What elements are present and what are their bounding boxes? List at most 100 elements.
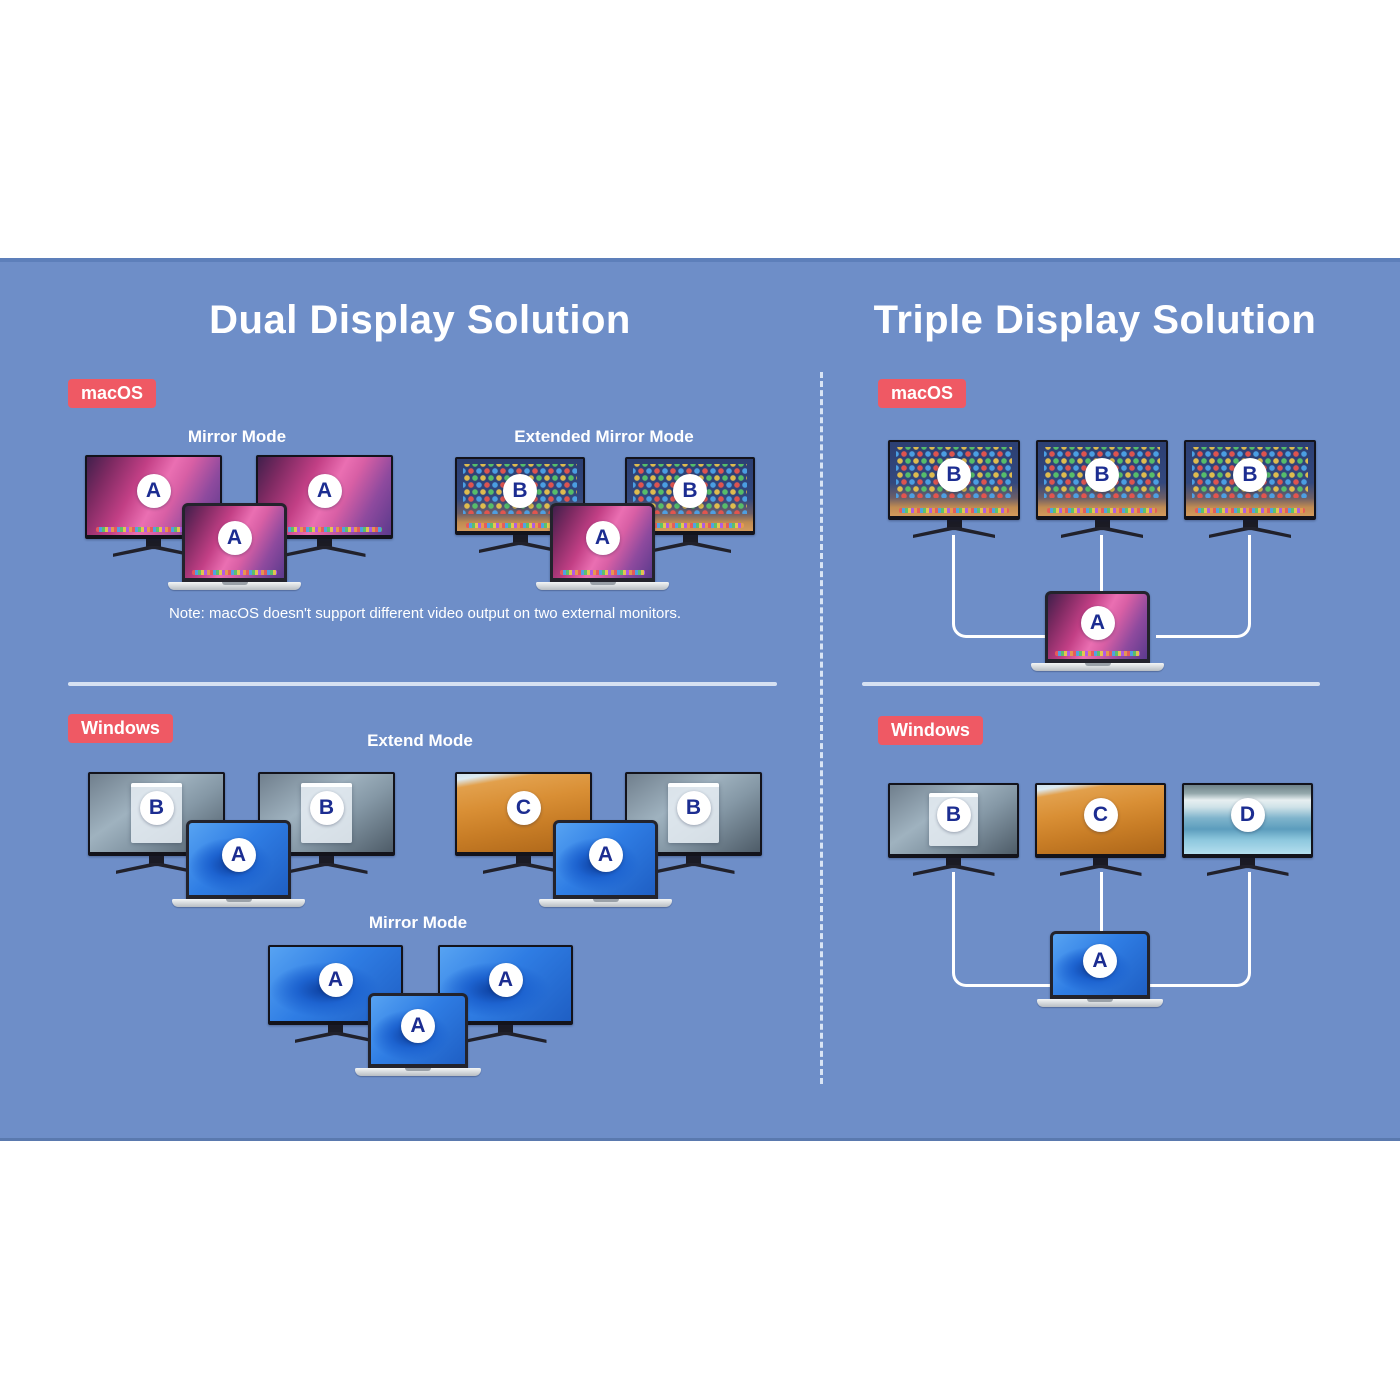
monitor-display: A [85,455,222,557]
display-letter-badge: B [1233,457,1267,492]
blue-background-panel [0,258,1400,1141]
right-horizontal-divider [862,682,1320,686]
display-letter-badge: A [401,1008,435,1043]
macos-dock [465,523,575,528]
macos-dock [1046,508,1158,513]
monitor-display: A [438,945,573,1043]
macos-dock [898,508,1010,513]
monterey-wallpaper: A [550,503,655,582]
monterey-wallpaper: A [1045,591,1150,663]
monitor-display: B [625,457,755,553]
display-letter-badge: A [585,520,620,555]
monitor-stand-neck [512,535,528,543]
laptop-display: A [168,503,301,590]
winter-wallpaper: D [1182,783,1313,858]
monitor-stand-neck [1093,858,1108,866]
monitor-stand-legs [1209,527,1291,538]
laptop-base [355,1068,481,1076]
display-letter-badge: B [936,798,971,833]
windows11-wallpaper: A [186,820,291,899]
display-letter-badge: D [1230,798,1265,833]
monterey-wallpaper: A [182,503,287,582]
monitor-stand-legs [464,1032,547,1043]
display-letter-badge: B [676,791,711,826]
monitor-stand-neck [946,858,961,866]
macos-badge-left: macOS [68,379,157,408]
laptop-display: A [1037,931,1163,1007]
cable-line [952,535,1047,638]
monitor-display: B [1184,440,1316,538]
monitor-stand-neck [146,539,161,547]
macos-mirror-mode-label: Mirror Mode [187,427,287,446]
monitor-display: B [1036,440,1168,538]
left-horizontal-divider [68,682,777,686]
display-letter-badge: A [217,520,252,555]
monitor-display: B [888,440,1020,538]
launchpad-wallpaper: B [1184,440,1316,520]
monitor-stand-neck [498,1025,513,1033]
laptop-base [539,899,672,907]
monitor-display: D [1182,783,1313,876]
laptop-display: A [355,993,481,1076]
vertical-dashed-divider [820,372,823,1084]
windows-start-wallpaper: B [888,783,1019,858]
monitor-display: A [256,455,393,557]
triple-display-title: Triple Display Solution [873,298,1317,342]
monterey-wallpaper: A [85,455,222,539]
display-letter-badge: A [221,837,256,872]
monitor-stand-neck [319,856,334,864]
laptop-display: A [536,503,669,590]
windows11-wallpaper: A [368,993,468,1068]
monitor-stand-legs [294,1032,377,1043]
monitor-stand-legs [652,863,735,874]
windows-extend-mode-label: Extend Mode [367,731,473,750]
display-letter-badge: A [588,837,623,872]
windows-mirror-mode-label: Mirror Mode [368,913,468,932]
display-letter-badge: B [937,457,971,492]
macos-dock [1194,508,1306,513]
macos-extended-mode-label: Extended Mirror Mode [514,427,694,446]
laptop-base [536,582,669,590]
laptop-base [1037,999,1163,1007]
display-letter-badge: B [309,791,344,826]
monitor-stand-neck [1240,858,1255,866]
mojave-wallpaper: C [1035,783,1166,858]
display-letter-badge: C [506,791,541,826]
monitor-stand-neck [686,856,701,864]
macos-dock [191,570,278,575]
laptop-base [1031,663,1164,671]
monitor-stand-neck [682,535,698,543]
cable-line [1100,872,1103,932]
display-letter-badge: B [503,473,537,508]
monitor-stand-legs [479,542,561,553]
macos-dock [559,570,646,575]
macos-badge-right: macOS [878,379,967,408]
monterey-wallpaper: A [256,455,393,539]
monitor-stand-legs [649,542,731,553]
display-letter-badge: B [139,791,174,826]
monitor-stand-legs [1061,527,1143,538]
monitor-stand-neck [1242,520,1258,528]
laptop-display: A [172,820,305,907]
display-letter-badge: B [673,473,707,508]
display-letter-badge: B [1085,457,1119,492]
macos-note: Note: macOS doesn't support different vi… [168,605,682,622]
windows11-wallpaper: A [1050,931,1150,999]
windows-badge-left: Windows [68,714,173,743]
laptop-display: A [539,820,672,907]
display-letter-badge: A [1080,605,1115,640]
macos-dock [267,527,382,532]
launchpad-wallpaper: B [625,457,755,535]
monitor-stand-legs [1206,865,1289,876]
monitor-stand-neck [317,539,332,547]
launchpad-wallpaper: B [1036,440,1168,520]
cable-line [1156,535,1251,638]
monitor-stand-legs [283,546,366,557]
monitor-display: B [888,783,1019,876]
monitor-display: C [1035,783,1166,876]
cable-line [952,872,1053,987]
monitor-stand-legs [912,865,995,876]
windows11-wallpaper: A [553,820,658,899]
monitor-stand-neck [1094,520,1110,528]
